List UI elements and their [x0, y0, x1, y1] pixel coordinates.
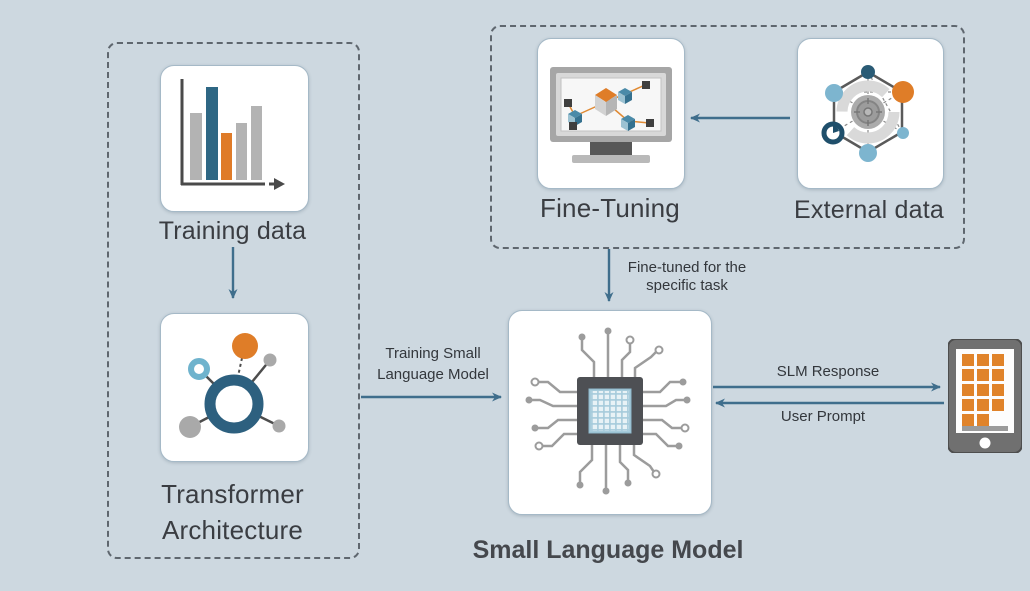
cpu-chip-icon [525, 327, 691, 495]
training-to-slm-label-line1: Training Small [385, 345, 481, 362]
smartphone-icon [948, 339, 1022, 453]
fine-tuning-label: Fine-Tuning [540, 193, 680, 223]
hexagon-network-icon [821, 65, 914, 162]
slm-title: Small Language Model [472, 536, 744, 564]
finetuned-label-line1: Fine-tuned for the [627, 259, 747, 276]
training-group-box [107, 42, 360, 559]
training-to-slm-label-line2: Language Model [377, 366, 489, 383]
transformer-label-line1: Transformer [161, 479, 304, 509]
slm-response-label: SLM Response [776, 363, 880, 380]
external-data-label: External data [794, 196, 944, 224]
finetuned-label-line2: specific task [646, 277, 728, 294]
monitor-network-icon [550, 67, 672, 163]
network-nodes-icon [179, 333, 286, 438]
transformer-label-line2: Architecture [161, 515, 304, 545]
training-data-label: Training data [158, 217, 307, 245]
training-data-card [160, 65, 309, 212]
user-prompt-label: User Prompt [780, 408, 866, 425]
bar-chart-icon [180, 79, 285, 190]
finetuning-group-box [490, 25, 965, 249]
